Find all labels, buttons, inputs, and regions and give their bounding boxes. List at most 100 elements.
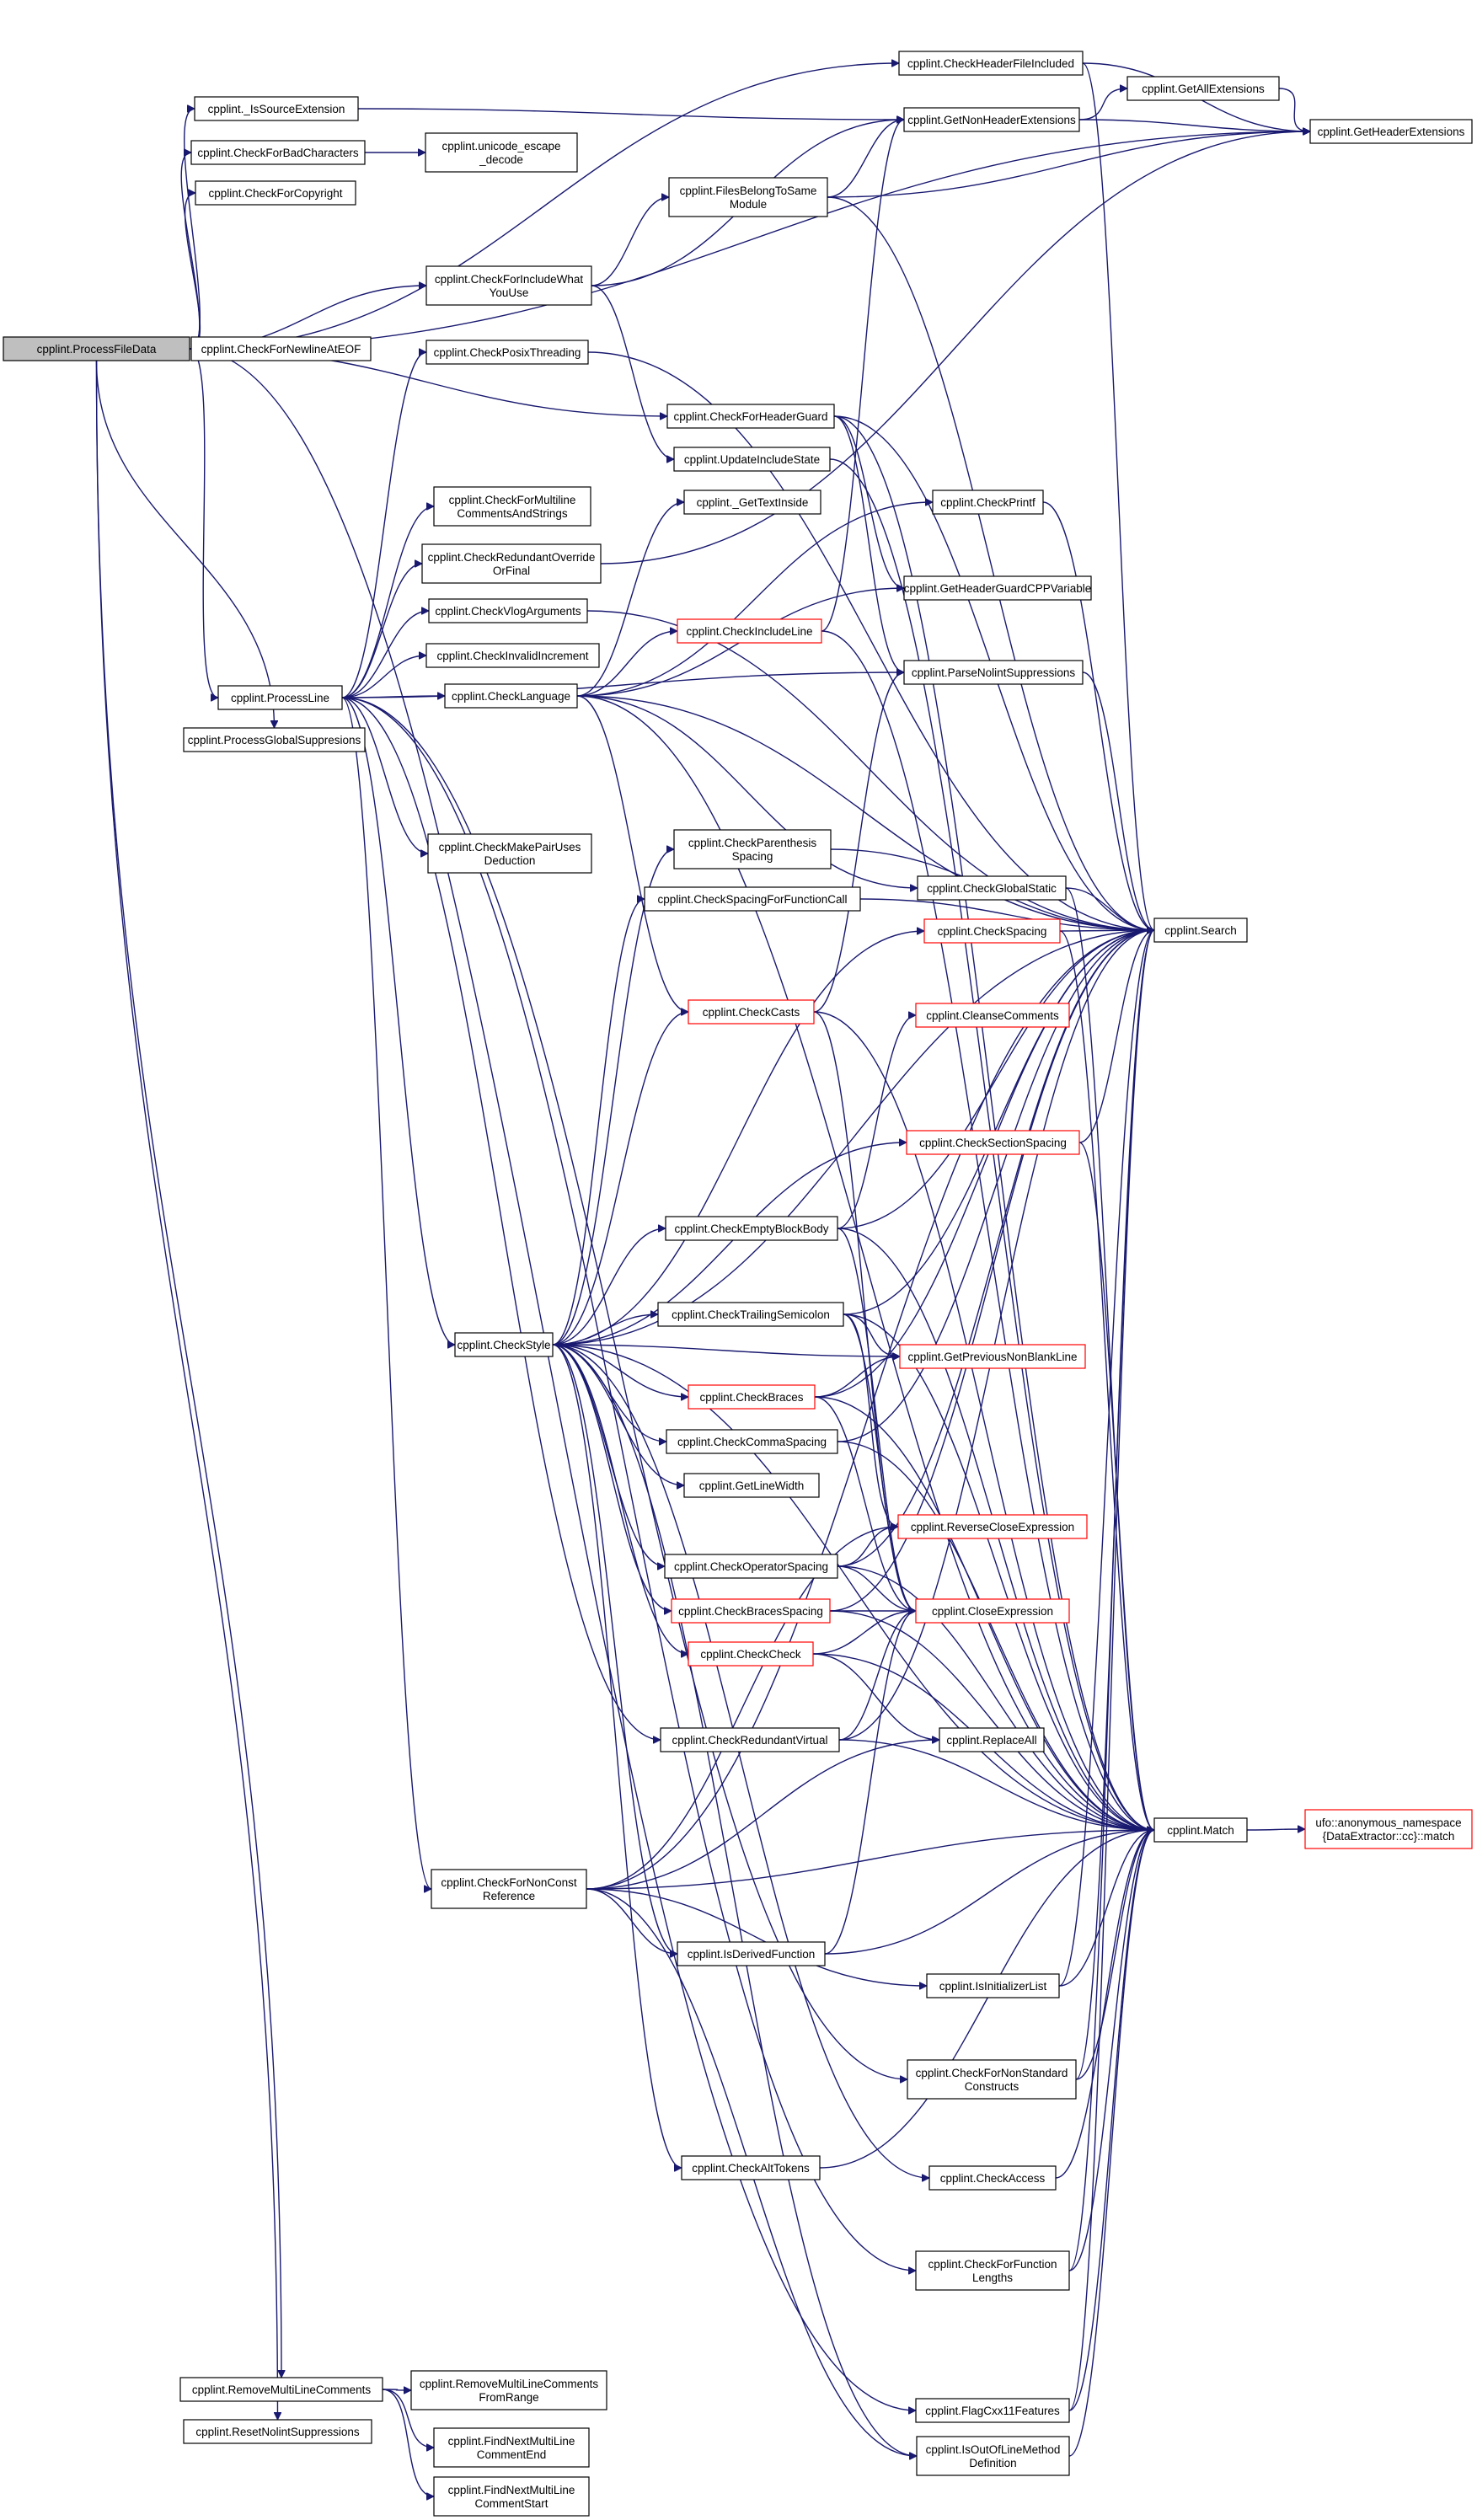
node-cpplint-issourceextension[interactable]: cpplint._IsSourceExtension	[194, 96, 359, 121]
node-cpplint-unicode-escape-decode[interactable]: cpplint.unicode_escape_decode	[425, 132, 578, 173]
node-label: FromRange	[479, 2391, 538, 2404]
edge-pfd-to-rmlc	[95, 360, 282, 2378]
node-cpplint-checkcommaspacing[interactable]: cpplint.CheckCommaSpacing	[666, 1429, 838, 1454]
node-cpplint-checkemptyblockbody[interactable]: cpplint.CheckEmptyBlockBody	[665, 1216, 838, 1241]
node-cpplint-gettextinside[interactable]: cpplint._GetTextInside	[683, 490, 821, 515]
node-cpplint-getallextensions[interactable]: cpplint.GetAllExtensions	[1126, 76, 1280, 101]
node-cpplint-checkoperatorspacing[interactable]: cpplint.CheckOperatorSpacing	[664, 1554, 838, 1579]
node-cpplint-match[interactable]: cpplint.Match	[1153, 1817, 1248, 1843]
edge-path	[189, 63, 899, 350]
node-cpplint-checkbracesspacing[interactable]: cpplint.CheckBracesSpacing	[671, 1598, 831, 1624]
node-cpplint-getheaderextensions[interactable]: cpplint.GetHeaderExtensions	[1309, 119, 1473, 144]
node-cpplint-checkheaderfileincluded[interactable]: cpplint.CheckHeaderFileIncluded	[898, 51, 1084, 76]
edge-path	[829, 1610, 1154, 1830]
node-cpplint-replaceall[interactable]: cpplint.ReplaceAll	[939, 1727, 1045, 1752]
node-cpplint-resetnolintsuppressions[interactable]: cpplint.ResetNolintSuppressions	[183, 2419, 372, 2444]
node-cpplint-checkspacing[interactable]: cpplint.CheckSpacing	[923, 918, 1061, 944]
node-ufo-anonymous-namespace-dataextractor-cc-match[interactable]: ufo::anonymous_namespace{DataExtractor::…	[1304, 1809, 1473, 1849]
node-box	[932, 490, 1044, 515]
node-cpplint-getheaderguardcppvariable[interactable]: cpplint.GetHeaderGuardCPPVariable	[903, 575, 1092, 601]
node-label: cpplint.GetNonHeaderExtensions	[907, 114, 1076, 126]
node-cpplint-cleansecomments[interactable]: cpplint.CleanseComments	[915, 1003, 1070, 1028]
node-cpplint-checkalttokens[interactable]: cpplint.CheckAltTokens	[681, 2155, 821, 2180]
node-cpplint-search[interactable]: cpplint.Search	[1153, 918, 1248, 943]
edge-path	[189, 348, 916, 2410]
edge-cts-to-ce	[843, 1314, 917, 1611]
node-cpplint-checkforbadcharacters[interactable]: cpplint.CheckForBadCharacters	[190, 140, 366, 165]
node-box	[915, 1003, 1070, 1028]
node-cpplint-checkformultiline-commentsandstrings[interactable]: cpplint.CheckForMultilineCommentsAndStri…	[433, 486, 591, 527]
node-label: cpplint.CheckGlobalStatic	[927, 882, 1057, 895]
edge-path	[591, 285, 675, 459]
edge-path	[341, 697, 432, 1889]
edge-cbr-to-gpnbl	[814, 1356, 900, 1398]
node-cpplint-reversecloseexpression[interactable]: cpplint.ReverseCloseExpression	[897, 1514, 1088, 1539]
edge-cs-to-csp	[552, 931, 924, 1346]
node-cpplint-checkincludeline[interactable]: cpplint.CheckIncludeLine	[677, 618, 822, 644]
node-cpplint-processline[interactable]: cpplint.ProcessLine	[217, 685, 343, 710]
node-cpplint-checkbraces[interactable]: cpplint.CheckBraces	[688, 1384, 816, 1410]
node-cpplint-flagcxx11features[interactable]: cpplint.FlagCxx11Features	[915, 2398, 1070, 2423]
node-box	[683, 1473, 820, 1498]
node-label: cpplint.CheckParenthesis	[688, 837, 817, 849]
edge-cs-to-cck	[552, 1344, 688, 1654]
edge-path	[1078, 930, 1155, 1143]
edge-iil-to-srch	[1058, 930, 1155, 1987]
node-cpplint-checkvlogarguments[interactable]: cpplint.CheckVlogArguments	[428, 598, 588, 623]
node-box	[916, 2436, 1070, 2476]
node-cpplint-checkfornewlineateof[interactable]: cpplint.CheckForNewlineAtEOF	[190, 336, 372, 361]
node-cpplint-checkcheck[interactable]: cpplint.CheckCheck	[688, 1641, 814, 1667]
edge-iolmd-to-mtch	[1068, 1830, 1155, 2457]
edge-pfd-to-cfc	[184, 193, 201, 350]
node-cpplint-parsenolintsuppressions[interactable]: cpplint.ParseNolintSuppressions	[903, 660, 1084, 685]
node-cpplint-checkspacingforfunctioncall[interactable]: cpplint.CheckSpacingForFunctionCall	[644, 886, 861, 912]
node-cpplint-checkposixthreading[interactable]: cpplint.CheckPosixThreading	[425, 340, 589, 365]
node-label: cpplint.ProcessLine	[231, 692, 329, 704]
node-cpplint-processfiledata[interactable]: cpplint.ProcessFileData	[3, 336, 190, 361]
node-cpplint-checkglobalstatic[interactable]: cpplint.CheckGlobalStatic	[917, 875, 1067, 901]
node-cpplint-getnonheaderextensions[interactable]: cpplint.GetNonHeaderExtensions	[903, 107, 1080, 132]
node-cpplint-isderivedfunction[interactable]: cpplint.IsDerivedFunction	[677, 1941, 826, 1966]
node-cpplint-updateincludestate[interactable]: cpplint.UpdateIncludeState	[673, 447, 831, 472]
node-cpplint-removemultilinecomments[interactable]: cpplint.RemoveMultiLineComments	[179, 2377, 383, 2402]
edge-path	[586, 1888, 927, 1986]
node-cpplint-checkredundantvirtual[interactable]: cpplint.CheckRedundantVirtual	[660, 1727, 840, 1752]
node-box	[433, 2427, 590, 2468]
node-cpplint-checkstyle[interactable]: cpplint.CheckStyle	[454, 1332, 554, 1357]
edge-path	[586, 930, 1154, 1890]
node-cpplint-checktrailingsemicolon[interactable]: cpplint.CheckTrailingSemicolon	[657, 1302, 844, 1327]
node-label: _decode	[479, 153, 523, 166]
node-cpplint-checkaccess[interactable]: cpplint.CheckAccess	[928, 2165, 1057, 2191]
node-cpplint-isinitializerlist[interactable]: cpplint.IsInitializerList	[926, 1973, 1060, 1998]
node-label: cpplint.CheckLanguage	[452, 690, 570, 703]
node-cpplint-checkprintf[interactable]: cpplint.CheckPrintf	[932, 490, 1044, 515]
node-cpplint-checkforheaderguard[interactable]: cpplint.CheckForHeaderGuard	[666, 404, 835, 429]
edge-path	[576, 502, 933, 697]
node-cpplint-checkforcopyright[interactable]: cpplint.CheckForCopyright	[195, 180, 356, 206]
node-cpplint-closeexpression[interactable]: cpplint.CloseExpression	[915, 1598, 1070, 1624]
node-cpplint-getlinewidth[interactable]: cpplint.GetLineWidth	[683, 1473, 820, 1498]
node-cpplint-getpreviousnonblankline[interactable]: cpplint.GetPreviousNonBlankLine	[899, 1344, 1086, 1369]
node-cpplint-checkinvalidincrement[interactable]: cpplint.CheckInvalidIncrement	[425, 643, 600, 668]
node-cpplint-checksectionspacing[interactable]: cpplint.CheckSectionSpacing	[906, 1130, 1080, 1155]
node-cpplint-checkcasts[interactable]: cpplint.CheckCasts	[688, 999, 815, 1025]
node-cpplint-processglobalsuppresions[interactable]: cpplint.ProcessGlobalSuppresions	[183, 727, 366, 752]
node-cpplint-checklanguage[interactable]: cpplint.CheckLanguage	[444, 683, 578, 709]
node-label: cpplint.CheckIncludeLine	[686, 625, 812, 638]
edge-path	[586, 610, 1154, 930]
node-label: OrFinal	[493, 564, 530, 577]
node-label: cpplint.CheckHeaderFileIncluded	[907, 57, 1074, 70]
